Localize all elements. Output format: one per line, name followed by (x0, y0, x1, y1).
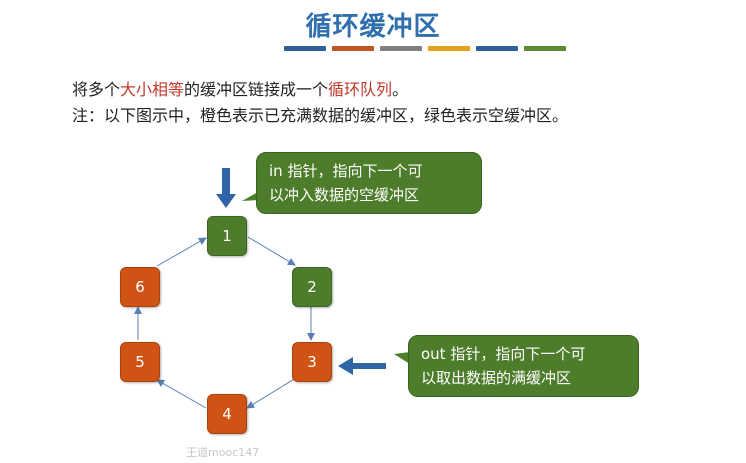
buffer-node-3: 3 (292, 342, 332, 382)
out-pointer-arrow (338, 357, 386, 375)
buffer-label: 2 (307, 278, 317, 296)
intro-text: 将多个大小相等的缓冲区链接成一个循环队列。 (72, 76, 408, 100)
callout-line: out 指针，指向下一个可 (421, 345, 586, 363)
buffer-node-5: 5 (120, 342, 160, 382)
intro-highlight: 大小相等 (120, 80, 185, 99)
buffer-node-1: 1 (207, 216, 247, 256)
intro-part: 将多个 (72, 80, 121, 99)
stripe (476, 46, 518, 51)
stripe (380, 46, 422, 51)
intro-highlight: 循环队列 (328, 80, 393, 99)
buffer-node-4: 4 (207, 394, 247, 434)
stripe (284, 46, 326, 51)
buffer-label: 6 (135, 278, 145, 296)
buffer-label: 3 (307, 353, 317, 371)
link-arrow-1-2 (247, 236, 296, 266)
stripe (428, 46, 470, 51)
stripe (524, 46, 566, 51)
buffer-node-2: 2 (292, 267, 332, 307)
title-stripes (284, 46, 566, 51)
intro-part: 的缓冲区链接成一个 (184, 80, 329, 99)
note-text: 注：以下图示中，橙色表示已充满数据的缓冲区，绿色表示空缓冲区。 (72, 106, 569, 125)
intro-part: 。 (392, 80, 409, 99)
out-callout-tail (394, 352, 410, 364)
link-arrow-3-4 (246, 377, 297, 409)
stripe (332, 46, 374, 51)
callout-line: 以冲入数据的空缓冲区 (269, 186, 420, 204)
buffer-node-6: 6 (120, 267, 160, 307)
callout-line: in 指针，指向下一个可 (269, 162, 423, 180)
buffer-label: 4 (222, 405, 232, 423)
in-pointer-arrow (216, 168, 236, 208)
link-arrow-4-5 (156, 379, 207, 409)
buffer-label: 1 (222, 227, 232, 245)
in-callout-tail (242, 192, 258, 201)
link-arrow-6-1 (156, 237, 207, 267)
in-pointer-callout: in 指针，指向下一个可 以冲入数据的空缓冲区 (256, 152, 482, 214)
callout-line: 以取出数据的满缓冲区 (421, 369, 572, 387)
buffer-label: 5 (135, 353, 145, 371)
page-title: 循环缓冲区 (305, 12, 441, 42)
watermark: 王道mooc147 (186, 446, 260, 459)
out-pointer-callout: out 指针，指向下一个可 以取出数据的满缓冲区 (408, 335, 639, 397)
